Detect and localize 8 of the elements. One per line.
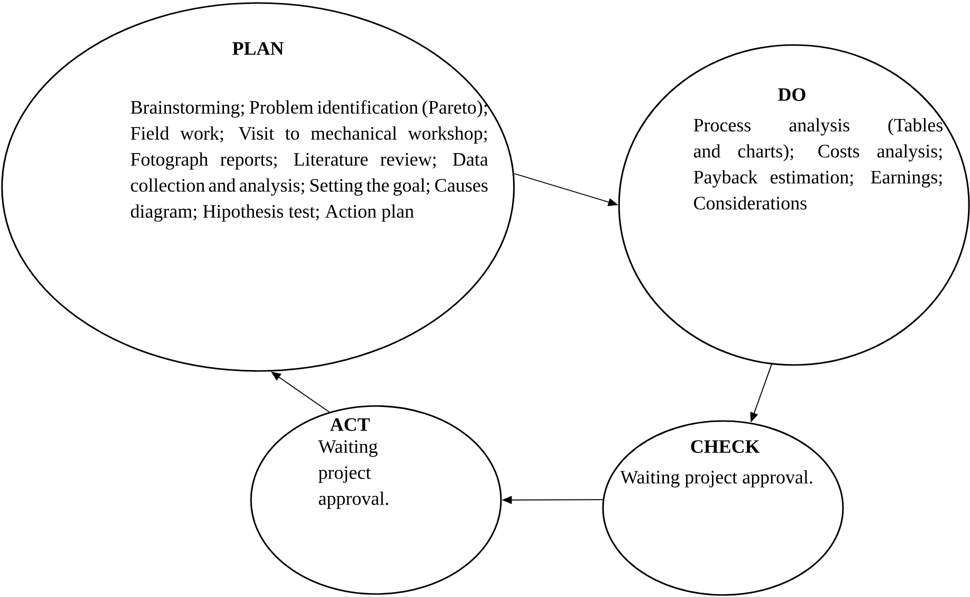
body-text: Process analysis (Tables and charts); Costs analysis; Payback estimation; Earnings; Considerations <box>694 118 943 210</box>
body-text: Waiting project approval. <box>318 440 388 509</box>
heading: CHECK <box>691 440 760 453</box>
body-text: Waiting project approval. <box>620 470 812 488</box>
body-text: Brainstorming; Problem identification (Pareto); Field work; Visit to mechanical workshop; Fotograph reports; Literature review; Data collection and analysis; Setting the goal; Causes diagram; Hipothesis test; Action plan <box>130 100 488 222</box>
heading: DO <box>778 88 806 101</box>
heading: ACT <box>330 418 370 431</box>
heading: PLAN <box>232 42 284 55</box>
